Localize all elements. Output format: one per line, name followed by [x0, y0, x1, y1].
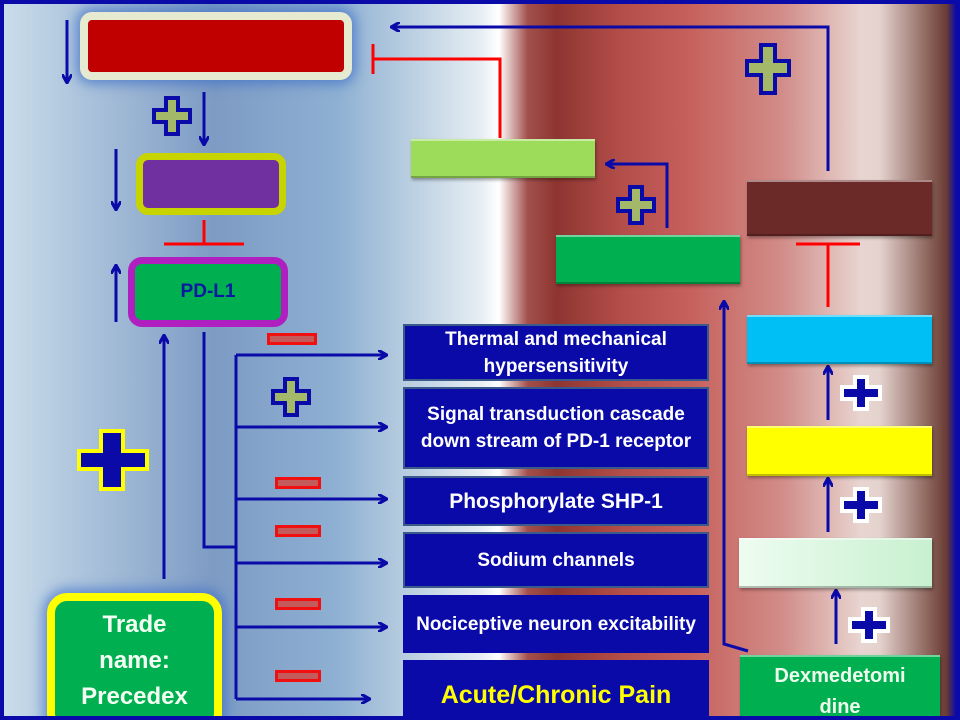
plus-icon — [152, 96, 192, 136]
plus-icon — [271, 377, 311, 417]
minus-icon — [275, 525, 321, 537]
precedex-line-1: Trade — [102, 611, 167, 638]
node-pdl1: PD-L1 — [128, 257, 288, 327]
node-purple — [136, 153, 286, 215]
node-precedex: Trade name: Precedex — [47, 593, 222, 716]
effect-nociceptive-excitability: Nociceptive neuron excitability — [403, 595, 709, 653]
effect-sodium-channels: Sodium channels — [403, 532, 709, 588]
node-cyan — [747, 315, 932, 364]
plus-icon — [840, 487, 882, 523]
plus-icon — [616, 185, 656, 225]
effect-thermal-hypersensitivity: Thermal and mechanical hypersensitivity — [403, 324, 709, 381]
effect-phosphorylate-shp1: Phosphorylate SHP-1 — [403, 476, 709, 526]
node-top-red — [80, 12, 352, 80]
pdl1-label: PD-L1 — [180, 281, 236, 302]
precedex-line-2: name: — [99, 647, 170, 674]
plus-icon — [745, 43, 791, 95]
effect-acute-chronic-pain: Acute/Chronic Pain — [403, 660, 709, 716]
node-green — [556, 235, 740, 284]
dex-line-1: Dexmedetomi — [774, 665, 906, 687]
plus-icon — [77, 429, 149, 491]
arrow-green-to-lightgreen — [607, 164, 669, 228]
precedex-line-3: Precedex — [81, 683, 188, 710]
plus-icon — [840, 375, 882, 411]
minus-icon — [275, 598, 321, 610]
connector-layer — [4, 20, 860, 720]
node-light-green — [411, 139, 595, 178]
node-pale-green — [739, 538, 932, 588]
node-yellow — [747, 426, 932, 476]
node-dexmedetomidine: Dexmedetomi dine — [740, 655, 940, 718]
effect-signal-transduction: Signal transduction cascade down stream … — [403, 387, 709, 469]
node-dark-brown — [747, 180, 932, 236]
minus-icon — [275, 477, 321, 489]
arrow-dex-to-green — [724, 302, 749, 653]
plus-icon — [848, 607, 890, 643]
minus-icon — [275, 670, 321, 682]
minus-icon — [267, 333, 317, 345]
arrow-brown-to-red — [392, 27, 830, 171]
dex-line-2: dine — [819, 696, 861, 718]
